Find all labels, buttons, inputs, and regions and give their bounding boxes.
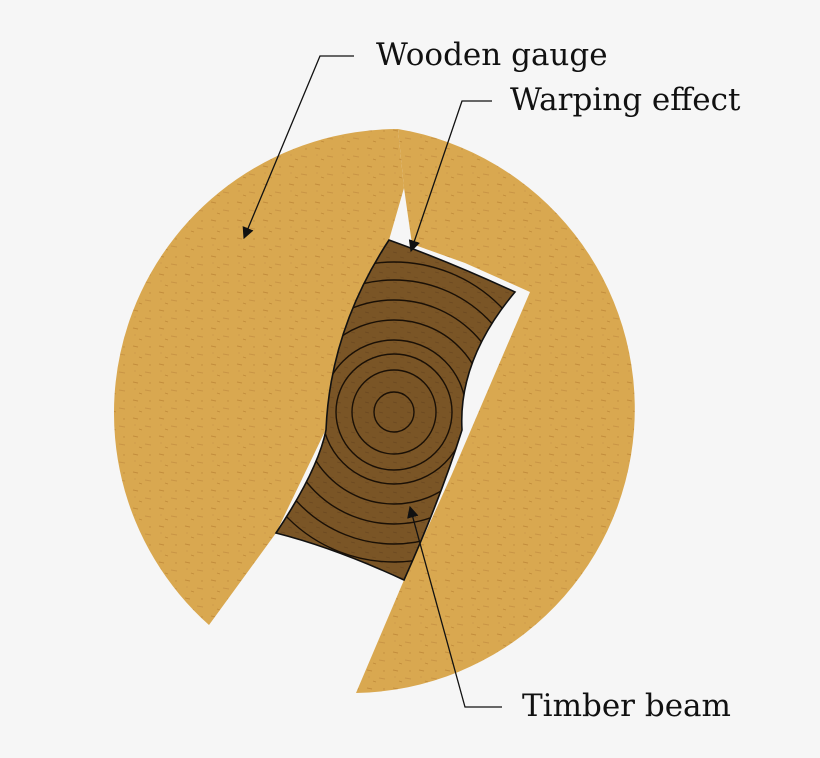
growth-ring <box>373 391 415 433</box>
timber-beam-body <box>274 239 517 582</box>
timber-beam-leader-arrow <box>407 505 502 708</box>
growth-ring <box>335 353 453 471</box>
growth-ring <box>276 261 515 563</box>
wooden-gauge-label: Wooden gauge <box>376 37 608 73</box>
timber-beam-label: Timber beam <box>522 688 731 724</box>
warping-effect-leader-arrow <box>408 100 492 253</box>
growth-ring <box>351 369 437 455</box>
wooden-gauge-left-part <box>113 129 404 625</box>
warping-effect-label: Warping effect <box>510 82 741 118</box>
wooden-gauge-right-part <box>356 129 635 693</box>
growth-ring <box>276 279 515 545</box>
wooden-gauge-leader-arrow <box>242 55 354 240</box>
